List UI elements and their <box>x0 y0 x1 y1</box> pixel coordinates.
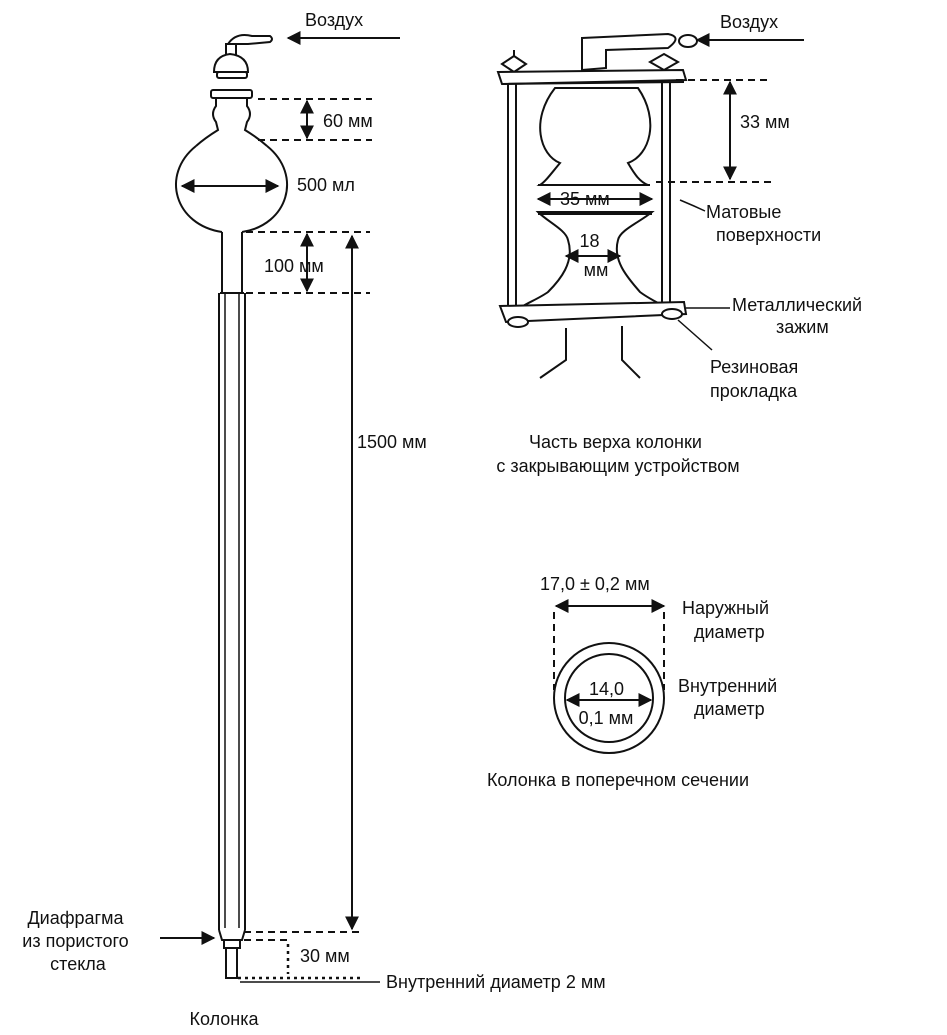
matte-label: Матовые поверхности <box>706 202 821 245</box>
air-label-left: Воздух <box>305 10 363 30</box>
inner-diameter-label: Внутренний диаметр <box>678 676 782 719</box>
closure-device-drawing: Воздух 35 мм 18 мм <box>496 12 867 476</box>
dim-35-label: 35 мм <box>560 189 610 209</box>
dim-18-label: 18 мм <box>579 231 608 280</box>
dim-100-label: 100 мм <box>264 256 324 276</box>
dim-33-label: 33 мм <box>740 112 790 132</box>
column-tube <box>218 292 246 979</box>
column-drawing: Воздух <box>22 10 605 1029</box>
closure-caption: Часть верха колонки с закрывающим устрой… <box>496 432 739 476</box>
outer-diameter-label: Наружный диаметр <box>682 598 774 642</box>
gasket-leader <box>677 319 713 351</box>
stopcock <box>210 34 273 99</box>
cross-section-drawing: 17,0 ± 0,2 мм 14,0 0,1 мм Наружный диаме… <box>487 574 782 790</box>
cross-section-caption: Колонка в поперечном сечении <box>487 770 749 790</box>
inner-diameter-2-label: Внутренний диаметр 2 мм <box>386 972 606 992</box>
diaphragm-label: Диафрагма из пористого стекла <box>22 908 133 974</box>
clamp-label: Металлический зажим <box>732 295 867 337</box>
dim-60-label: 60 мм <box>323 111 373 131</box>
column-caption: Колонка <box>189 1009 259 1029</box>
dim-30-label: 30 мм <box>300 946 350 966</box>
volume-500-label: 500 мл <box>297 175 355 195</box>
air-label-right: Воздух <box>720 12 778 32</box>
matte-leader <box>679 199 706 212</box>
outer-diameter-value: 17,0 ± 0,2 мм <box>540 574 650 594</box>
gasket-label: Резиновая прокладка <box>710 357 803 401</box>
dim-1500-label: 1500 мм <box>357 432 427 452</box>
inner-diameter-value: 14,0 0,1 мм <box>579 679 634 728</box>
